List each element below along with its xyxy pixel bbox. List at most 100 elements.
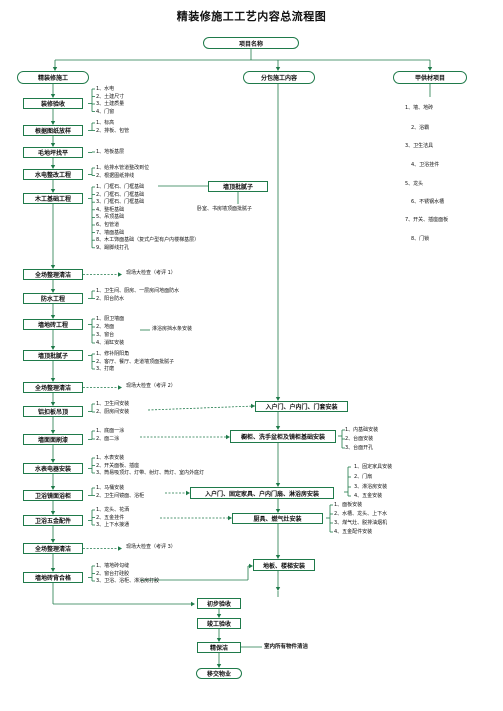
step-15-note: 现场大检查（考评 3） xyxy=(126,544,176,550)
arrow-head xyxy=(275,483,281,487)
step-11-item: 1、底面一涂 xyxy=(96,428,125,434)
arrow-head xyxy=(50,289,56,293)
step-11-item: 2、面二涂 xyxy=(96,436,120,442)
column-subcontract: 分包施工内容 xyxy=(243,71,315,84)
owner-supplied-item: 1、墙、地砖 xyxy=(405,105,434,111)
step-8: 墙顶批腻子 xyxy=(23,350,83,361)
connector-line xyxy=(147,405,256,411)
step-14-item: 1、龙头、花洒 xyxy=(96,507,130,513)
step-16-item: 3、卫浴、浴柜、淋浴房打胶 xyxy=(96,578,160,584)
step-4-item: 6、包管道 xyxy=(96,222,120,228)
arrow-head xyxy=(50,459,56,463)
arrow-head xyxy=(50,94,56,98)
step-7: 墙地砖工程 xyxy=(23,319,83,330)
step-6: 防水工程 xyxy=(23,293,83,304)
step-4-item: 5、吊顶基础 xyxy=(96,214,125,221)
fixed-item: 1、固定家具安装 xyxy=(354,464,393,470)
cabinet-item: 2、台面安装 xyxy=(345,436,374,442)
arrow-head xyxy=(118,272,122,277)
step-4-item: 7、墙面基础 xyxy=(96,229,125,236)
step-0-item: 1、水电 xyxy=(96,86,115,92)
arrow-head xyxy=(251,403,255,409)
fixed-item: 3、淋浴房安装 xyxy=(354,484,388,490)
step-14: 卫浴五金配件 xyxy=(23,515,83,526)
step-4-item: 4、整柜基础 xyxy=(96,206,125,213)
step-4-item: 9、踢脚线打孔 xyxy=(96,244,130,251)
shower-base-note: 淋浴房挡水条安装 xyxy=(152,326,193,332)
arrow-head xyxy=(50,315,56,319)
project-name-node: 项目名称 xyxy=(203,37,299,49)
step-6-item: 1、卫生间、厨房、一层房间地面防水 xyxy=(96,288,180,294)
arrow-head xyxy=(50,378,56,382)
owner-supplied-item: 3、卫生洁具 xyxy=(405,143,434,149)
appliance-item: 1、面板安装 xyxy=(334,502,363,508)
doors-install-box: 入户门、户内门、门套安装 xyxy=(255,401,348,412)
diagram-title: 精装修施工工艺内容总流程图 xyxy=(176,10,327,23)
cabinet-item: 1、内基础安装 xyxy=(345,427,379,433)
arrow-head xyxy=(249,563,253,569)
step-2: 毛地坪找平 xyxy=(23,147,83,158)
step-12-item: 3、筒易吸顶灯、灯带、射灯、筒灯、室内外庭灯 xyxy=(96,470,205,476)
step-14-item: 2、五金挂件 xyxy=(96,514,125,521)
step-0-item: 2、土建尺寸 xyxy=(96,93,125,100)
arrow-head xyxy=(275,555,281,559)
step-13-item: 2、卫生间镜面、浴柜 xyxy=(96,492,145,499)
cabinet-base-box: 橱柜、洗手盆柜及镜柜基础安装 xyxy=(230,430,336,443)
step-2-item: 1、地板基层 xyxy=(96,149,125,155)
arrow-head xyxy=(50,430,56,434)
owner-supplied-item: 4、卫浴挂件 xyxy=(411,162,440,168)
step-16: 墙地砖背合格 xyxy=(23,572,83,583)
step-0: 装修验收 xyxy=(23,98,83,109)
step-4-item: 3、门框石、门框基础 xyxy=(96,199,145,206)
step-8-item: 2、客厅、餐厅、走道墙顶面批腻子 xyxy=(96,358,175,365)
owner-supplied-item: 6、不锈钢水槽 xyxy=(411,199,445,205)
step-12-item: 1、水表安装 xyxy=(96,455,125,461)
step-1-item: 2、排板、包管 xyxy=(96,127,130,134)
step-7-item: 3、窗台 xyxy=(96,332,115,338)
arrow-head xyxy=(118,385,122,390)
fixed-furniture-box: 入户门、固定家具、户内门扇、淋浴房安装 xyxy=(190,487,334,499)
appliance-item: 2、水槽、龙头、上下水 xyxy=(334,511,388,517)
arrow-head xyxy=(427,67,433,71)
owner-supplied-item: 7、开关、插座面板 xyxy=(405,217,449,223)
step-16-item: 1、墙地砖勾缝 xyxy=(96,563,130,569)
step-3-item: 2、根据图纸排线 xyxy=(96,172,135,179)
step-7-item: 2、地面 xyxy=(96,324,115,330)
step-9: 全场整理清洁 xyxy=(23,382,83,393)
arrow-head xyxy=(50,539,56,543)
arrow-head xyxy=(216,664,222,668)
appliance-item: 4、五金配件安装 xyxy=(334,529,373,535)
step-10-item: 2、厨房间安装 xyxy=(96,409,130,415)
step-7-item: 1、厨卫墙面 xyxy=(96,316,125,322)
arrow-head xyxy=(228,515,232,521)
step-16-item: 2、窗台打硅胶 xyxy=(96,570,130,577)
cabinet-item: 3、台面开孔 xyxy=(345,445,374,451)
step-4-item: 8、木工饰面基础（复式户型有户内楼梯基层） xyxy=(96,237,200,244)
arrow-head xyxy=(275,67,281,71)
bedroom-putty-note: 卧室、书房墙顶面批腻子 xyxy=(197,206,253,212)
step-0-item: 4、门窗 xyxy=(96,108,115,115)
arrow-head xyxy=(275,426,281,430)
final-step-1: 竣工验收 xyxy=(197,618,241,629)
arrow-head xyxy=(216,614,222,618)
final-step-3: 移交物业 xyxy=(196,668,242,679)
step-9-note: 现场大检查（考评 2） xyxy=(126,383,176,389)
step-10: 铝扣板吊顶 xyxy=(23,406,83,417)
step-13-item: 1、马桶安装 xyxy=(96,485,125,491)
appliances-box: 厨具、燃气灶安装 xyxy=(232,513,323,524)
arrow-head xyxy=(118,546,122,551)
arrow-head xyxy=(50,121,56,125)
floor-stairs-box: 地板、楼梯安装 xyxy=(253,559,315,571)
step-12-item: 2、开关面板、插座 xyxy=(96,462,140,469)
final-step-0: 初步验收 xyxy=(197,598,241,609)
wall-ceiling-putty-box: 墙顶批腻子 xyxy=(208,181,268,192)
step-0-item: 3、土建质量 xyxy=(96,101,125,107)
arrow-head xyxy=(50,486,56,490)
step-1-item: 1、标高 xyxy=(96,120,115,126)
step-4-item: 2、门框石、门框基础 xyxy=(96,191,145,198)
owner-supplied-item: 8、门锁 xyxy=(411,236,430,242)
step-4: 木工基础工程 xyxy=(23,193,83,204)
step-7-item: 4、消缸安装 xyxy=(96,340,125,346)
final-step-2: 精保洁 xyxy=(197,642,241,653)
